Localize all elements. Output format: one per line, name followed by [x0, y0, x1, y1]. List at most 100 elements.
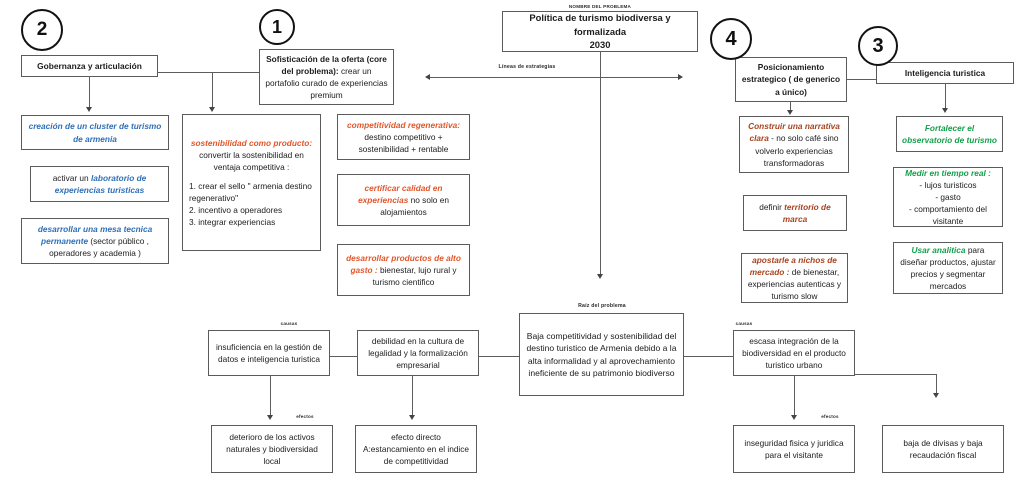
pillar-sofisticacion-head: Sofisticación de la oferta (core del pro…: [266, 53, 387, 76]
governance-item-laboratorio: activar un laboratorio de experiencias t…: [30, 166, 169, 202]
effect-box-inseguridad-text: inseguridad fisica y juridica para el vi…: [744, 437, 844, 460]
effect-stem-divisas-line: [936, 374, 937, 396]
step-circle-1-label: 1: [271, 16, 282, 37]
root-problem-box: Baja competitividad y sostenibilidad del…: [519, 313, 684, 396]
intelligence-item-observatorio-head: Fortalecer el observatorio de turismo: [902, 122, 997, 145]
causes-caption-left: causas: [280, 321, 298, 326]
effect-stem-efecto-directo-line: [412, 376, 413, 418]
cause-box-legalidad: debilidad en la cultura de legalidad y l…: [357, 330, 479, 376]
effect-stem-deterioro-line: [270, 376, 271, 418]
root-problem-text: Baja competitividad y sostenibilidad del…: [526, 330, 677, 378]
causes-caption-right: causas: [735, 321, 753, 326]
offer-item-certificar-rest: no solo en alojamientos: [380, 194, 449, 217]
effect-stem-inseguridad-line: [794, 376, 795, 418]
offer-item-certificar: certificar calidad en experiencias no so…: [337, 174, 470, 226]
strategies-arrow-right: [678, 74, 683, 80]
gobernanza-to-sofisticacion-line: [158, 72, 259, 73]
step-circle-1: 1: [259, 9, 295, 45]
intelligence-item-tiempo-real-line3: - comportamiento del: [909, 204, 987, 215]
intelligence-item-tiempo-real-head: Medir en tiempo real :: [905, 167, 991, 178]
pillar-inteligencia-box: Inteligencia turistica: [876, 62, 1014, 84]
cause-datos-to-legalidad-line: [330, 356, 357, 357]
intelligence-item-observatorio: Fortalecer el observatorio de turismo: [896, 116, 1003, 152]
effect-stem-divisas-arrow: [933, 393, 939, 398]
governance-item-mesa-tecnica-rest: (sector público , operadores y academia …: [49, 235, 149, 258]
effect-stem-deterioro-arrow: [267, 415, 273, 420]
effect-stem-inseguridad-arrow: [791, 415, 797, 420]
cause-legalidad-to-root-line: [479, 356, 519, 357]
effect-box-efecto-directo-text: efecto directo A:estancamiento en el ind…: [362, 431, 470, 466]
positioning-item-nichos-head: apostarle a nichos de mercado :: [749, 254, 837, 277]
offer-item-alto-gasto-head: desarrollar productos de alto gasto :: [346, 252, 461, 275]
intelligence-item-tiempo-real-line2: - gasto: [935, 192, 961, 202]
positioning-item-narrativa: Construir una narrativa clara - no solo …: [739, 116, 849, 173]
problem-title-line2: 2030: [589, 39, 611, 51]
inteligencia-stem-arrow: [942, 108, 948, 113]
strategies-caption: Líneas de estrategias: [498, 64, 556, 70]
step-circle-3: 3: [858, 26, 898, 66]
cause-box-biodiversidad-text: escasa integración de la biodiversidad e…: [742, 335, 846, 370]
governance-item-mesa-tecnica: desarrollar una mesa tecnica permanente …: [21, 218, 169, 264]
intelligence-item-tiempo-real-line1: - lujos turisticos: [919, 179, 977, 190]
sostenibilidad-list-1: 1. crear el sello " armenia destino rege…: [189, 180, 312, 203]
strategies-line: [430, 77, 680, 78]
pillar-sofisticacion-rest: crear un portafolio curado de experienci…: [265, 65, 388, 101]
positioning-item-narrativa-head: Construir una narrativa clara: [748, 121, 840, 144]
problem-title-line1: Política de turismo biodiversa y formali…: [529, 12, 671, 37]
effects-caption-left: efectos: [296, 414, 314, 419]
pillar-gobernanza-box: Gobernanza y articulación: [21, 55, 158, 77]
governance-item-laboratorio-pre: activar un: [52, 172, 91, 183]
cause-box-datos-text: insuficiencia en la gestión de datos e i…: [215, 341, 323, 364]
intelligence-item-tiempo-real-line4: visitante: [932, 216, 964, 227]
positioning-item-narrativa-rest: - no solo café sino volverlo experiencia…: [755, 133, 839, 168]
intelligence-item-tiempo-real: Medir en tiempo real : - lujos turistico…: [893, 167, 1003, 227]
title-caption: NOMBRE DEL PROBLEMA: [568, 4, 632, 9]
effects-caption-right: efectos: [821, 414, 839, 419]
offer-item-alto-gasto: desarrollar productos de alto gasto : bi…: [337, 244, 470, 296]
cause-box-legalidad-text: debilidad en la cultura de legalidad y l…: [368, 335, 468, 370]
cause-box-biodiversidad: escasa integración de la biodiversidad e…: [733, 330, 855, 376]
intelligence-item-analitica-head: Usar analitica: [911, 244, 966, 255]
title-stem-line: [600, 52, 601, 277]
positioning-item-territorio: definir territorio de marca: [743, 195, 847, 231]
effect-box-deterioro-text: deterioro de los activos naturales y bio…: [226, 431, 318, 466]
positioning-item-nichos-rest: de bienestar, experiencias autenticas y …: [747, 266, 842, 302]
pillar-posicionamiento-box: Posicionamiento estrategico ( de generic…: [735, 57, 847, 102]
title-stem-arrow: [597, 274, 603, 279]
offer-item-competitividad-rest: destino competitivo + sostenibilidad + r…: [358, 131, 449, 154]
pillar-gobernanza-label: Gobernanza y articulación: [37, 60, 142, 71]
governance-item-laboratorio-head: laboratorio de experiencias turisticas: [54, 172, 147, 195]
governance-item-cluster: creación de un cluster de turismo de arm…: [21, 115, 169, 150]
offer-item-alto-gasto-rest: bienestar, lujo rural y turismo cientifi…: [372, 264, 457, 287]
effect-box-divisas: baja de divisas y baja recaudación fisca…: [882, 425, 1004, 473]
sostenibilidad-producto-box: sostenibilidad como producto: convertir …: [182, 114, 321, 251]
intelligence-item-analitica: Usar analitica para diseñar productos, a…: [893, 242, 1003, 294]
root-to-cause-biodiversidad-line: [684, 356, 733, 357]
offer-item-competitividad-head: competitividad regenerativa:: [347, 119, 460, 130]
inteligencia-stem-line: [945, 84, 946, 110]
offer-item-certificar-head: certificar calidad en experiencias: [358, 182, 443, 205]
positioning-item-nichos: apostarle a nichos de mercado : de biene…: [741, 253, 848, 303]
root-caption: Raíz del problema: [578, 303, 626, 309]
effect-box-divisas-text: baja de divisas y baja recaudación fisca…: [903, 437, 983, 460]
problem-title-box: Política de turismo biodiversa y formali…: [502, 11, 698, 52]
governance-item-cluster-head: creación de un cluster de turismo de arm…: [28, 121, 162, 144]
step-circle-2-label: 2: [36, 19, 48, 40]
posicionamiento-stem-line: [790, 102, 791, 112]
pillar-posicionamiento-label: Posicionamiento estrategico ( de generic…: [741, 62, 841, 97]
effect-box-deterioro: deterioro de los activos naturales y bio…: [211, 425, 333, 473]
sostenibilidad-branch-line: [212, 72, 213, 110]
posicionamiento-to-inteligencia-line: [847, 79, 876, 80]
pillar-sofisticacion-box: Sofisticación de la oferta (core del pro…: [259, 49, 394, 105]
effect-box-efecto-directo: efecto directo A:estancamiento en el ind…: [355, 425, 477, 473]
step-circle-4-label: 4: [725, 27, 737, 50]
effect-stem-efecto-directo-arrow: [409, 415, 415, 420]
effect-box-inseguridad: inseguridad fisica y juridica para el vi…: [733, 425, 855, 473]
cause-biodiversidad-to-divisas-line: [855, 374, 936, 375]
step-circle-3-label: 3: [872, 34, 884, 57]
intelligence-item-analitica-rest: para diseñar productos, ajustar precios …: [900, 244, 996, 292]
gobernanza-stem-line: [89, 77, 90, 110]
sostenibilidad-head: sostenibilidad como producto:: [190, 137, 313, 148]
cause-box-datos: insuficiencia en la gestión de datos e i…: [208, 330, 330, 376]
posicionamiento-stem-arrow: [787, 110, 793, 115]
